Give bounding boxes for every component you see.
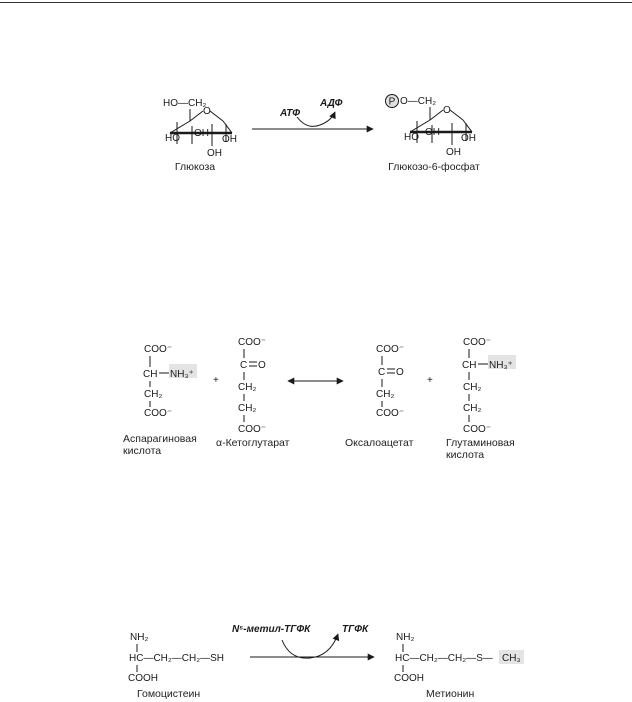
aspartate-structure: COO⁻ CH NH₃⁺ CH₂ COO⁻ Аспарагиновая кисл… — [123, 344, 197, 457]
asp-label-line2: кислота — [123, 445, 161, 457]
akg-coo-bottom: COO⁻ — [238, 424, 266, 435]
plus-sign-2: + — [427, 375, 433, 386]
homocysteine-structure: NH₂ HC—CH₂—CH₂—SH COOH Гомоцистеин — [128, 632, 224, 700]
glucose-oh-2: OH — [194, 128, 209, 139]
hcy-nh2: NH₂ — [130, 632, 148, 643]
asp-coo-bottom: COO⁻ — [144, 408, 172, 419]
glu-ch2-a: CH₂ — [463, 382, 481, 393]
plus-sign-1: + — [213, 375, 219, 386]
glucose-ring-oxygen: O — [203, 106, 211, 117]
oaa-coo-top: COO⁻ — [376, 344, 404, 355]
glucose-oh-4: OH — [207, 148, 222, 159]
glu-coo-bottom: COO⁻ — [463, 424, 491, 435]
oaa-o: O — [396, 367, 404, 378]
hcy-cooh: COOH — [128, 673, 158, 684]
oaa-ch2: CH₂ — [376, 389, 394, 400]
akg-c: C — [240, 360, 247, 371]
asp-ch2: CH₂ — [144, 389, 162, 400]
atp-label: АТФ — [279, 108, 300, 119]
glucose-oh-1: HO — [165, 133, 180, 144]
adp-label: АДФ — [319, 98, 343, 109]
glucose-oh-3: OH — [222, 134, 237, 145]
glu-label-line2: кислота — [446, 449, 484, 461]
akg-coo-top: COO⁻ — [238, 337, 266, 348]
oaa-label: Оксалоацетат — [345, 437, 414, 449]
glu-ch2-b: CH₂ — [463, 403, 481, 414]
phosphate-circle — [385, 94, 399, 108]
reaction1-arrow: АТФ АДФ — [252, 98, 374, 133]
oxaloacetate-structure: COO⁻ C O CH₂ COO⁻ Оксалоацетат — [345, 344, 414, 449]
met-nh2: NH₂ — [396, 632, 414, 643]
alpha-ketoglutarate-structure: COO⁻ C O CH₂ CH₂ COO⁻ α-Кетоглутарат — [216, 337, 290, 449]
glucose-structure: HO—CH₂ O HO OH OH OH Глюкоза — [163, 98, 237, 173]
glu-nh3: NH₃⁺ — [489, 360, 513, 371]
methionine-structure: NH₂ HC—CH₂—CH₂—S— CH₃ COOH Метионин — [394, 632, 524, 700]
asp-nh3: NH₃⁺ — [170, 369, 194, 380]
glutamate-structure: COO⁻ CH NH₃⁺ CH₂ CH₂ COO⁻ Глутаминовая к… — [446, 337, 516, 461]
homocysteine-label: Гомоцистеин — [137, 688, 200, 700]
methionine-label: Метионин — [426, 688, 475, 700]
oaa-c: C — [378, 367, 385, 378]
met-ch3: CH₃ — [502, 653, 521, 664]
glu-ch: CH — [462, 360, 476, 371]
glucose-6-phosphate-structure: P O—CH₂ O HO OH OH OH Глюкозо-6-фосфат — [385, 94, 480, 173]
glu-label-line1: Глутаминовая — [446, 437, 515, 449]
glucose-ch2oh: HO—CH₂ — [163, 98, 206, 109]
g6p-o-ch2: O—CH₂ — [400, 96, 436, 107]
phosphate-symbol: P — [389, 97, 396, 108]
g6p-ring-oxygen: O — [443, 105, 451, 116]
oaa-coo-bottom: COO⁻ — [376, 408, 404, 419]
akg-label: α-Кетоглутарат — [216, 437, 290, 449]
glucose-label: Глюкоза — [175, 161, 215, 173]
glu-coo-top: COO⁻ — [463, 337, 491, 348]
met-cooh: COOH — [394, 673, 424, 684]
g6p-oh-3: OH — [461, 133, 476, 144]
met-chain: HC—CH₂—CH₂—S— — [395, 653, 493, 664]
hcy-chain: HC—CH₂—CH₂—SH — [129, 653, 224, 664]
n5-methyl-thf-label: N⁵-метил-ТГФК — [232, 624, 311, 635]
g6p-label: Глюкозо-6-фосфат — [388, 161, 480, 173]
asp-coo-top: COO⁻ — [144, 344, 172, 355]
asp-ch: CH — [143, 369, 157, 380]
g6p-oh-1: HO — [404, 132, 419, 143]
g6p-oh-4: OH — [446, 147, 461, 158]
akg-ch2-a: CH₂ — [238, 382, 256, 393]
asp-label-line1: Аспарагиновая — [123, 433, 197, 445]
g6p-oh-2: OH — [425, 127, 440, 138]
reaction3-arrow: N⁵-метил-ТГФК ТГФК — [232, 624, 375, 661]
akg-ch2-b: CH₂ — [238, 403, 256, 414]
thf-label: ТГФК — [342, 624, 369, 635]
akg-o: O — [258, 360, 266, 371]
